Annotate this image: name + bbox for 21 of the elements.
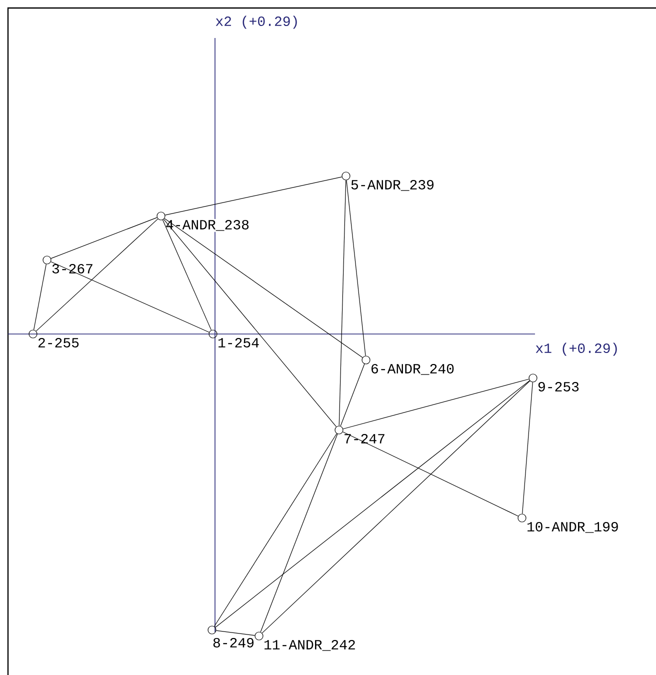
connector-line [342,378,530,430]
connector-line [36,218,158,332]
connector-line [214,433,337,627]
connector-line [163,219,337,427]
connector-line [216,630,256,636]
connector-line [342,432,518,516]
connector-line [162,220,212,330]
connector-line [164,176,342,216]
connector-line [338,180,346,426]
connector-line [50,217,158,259]
connector-line [262,380,530,634]
connector-line [215,380,530,628]
connector-line [260,434,338,632]
axis-label: x2 (+0.29) [216,16,297,29]
connector-line [340,364,365,426]
connector-line [164,218,363,358]
connector-line [34,264,46,330]
connector-line [50,261,210,333]
connector-line [522,382,533,514]
axis-label: x1 (+0.29) [536,342,617,356]
connector-line [346,180,366,356]
